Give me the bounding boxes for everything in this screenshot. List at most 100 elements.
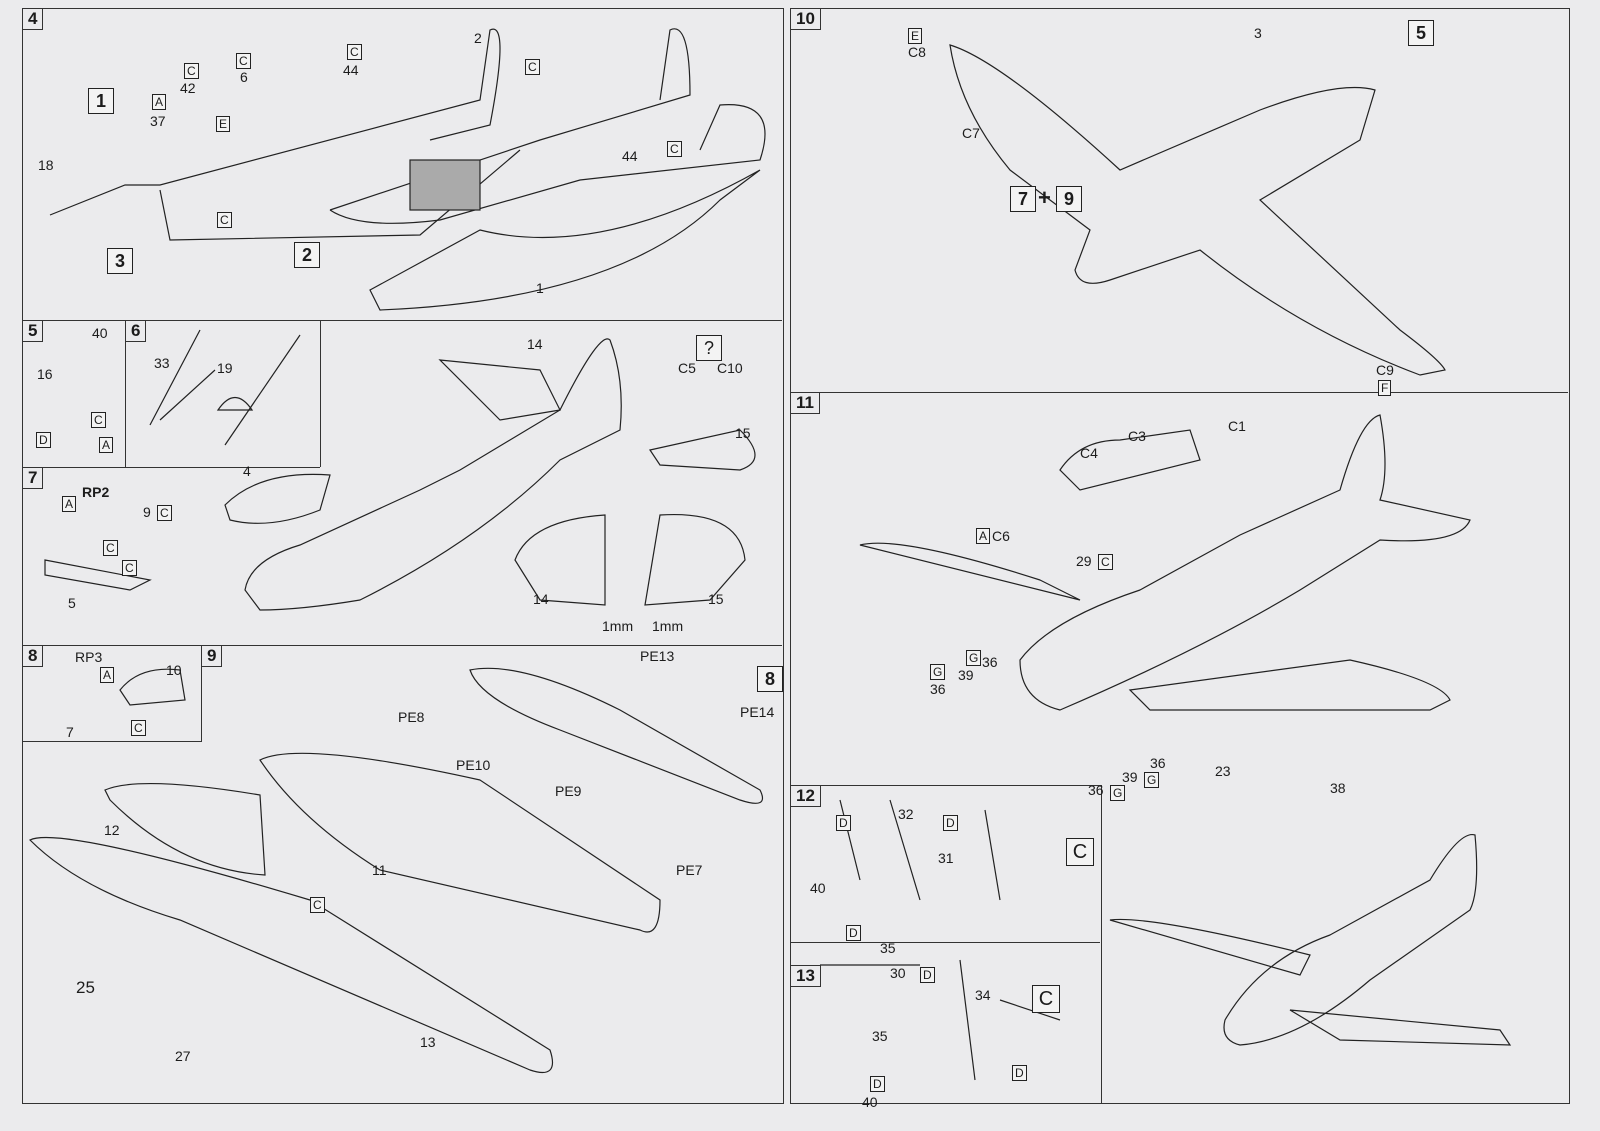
part-label: 33 — [154, 355, 170, 371]
part-label: 5 — [68, 595, 76, 611]
part-label: PE8 — [398, 709, 425, 725]
part-label: 39 — [1122, 769, 1138, 785]
sprue-box: C — [103, 540, 118, 556]
part-label: C8 — [908, 44, 926, 60]
step-number: 10 — [791, 9, 821, 30]
part-label: 6 — [240, 69, 248, 85]
part-label: PE10 — [456, 757, 491, 773]
step-number: 12 — [791, 786, 821, 807]
part-label: C1 — [1228, 418, 1246, 434]
part-label: 2 — [474, 30, 482, 46]
part-label: 35 — [880, 940, 896, 956]
right-page-frame — [790, 8, 1570, 1104]
reference-step-box: 8 — [757, 666, 783, 692]
part-label: C3 — [1128, 428, 1146, 444]
sprue-box: D — [920, 967, 935, 983]
spinner — [216, 396, 254, 411]
sprue-box: D — [943, 815, 958, 831]
part-label: 35 — [872, 1028, 888, 1044]
part-label: 44 — [622, 148, 638, 164]
part-label: C6 — [992, 528, 1010, 544]
part-label: 30 — [890, 965, 906, 981]
part-label: 36 — [982, 654, 998, 670]
part-label: RP2 — [82, 484, 110, 500]
sprue-box: C — [667, 141, 682, 157]
step-number: 9 — [201, 646, 223, 667]
step-number: 11 — [791, 393, 820, 414]
elevator-right — [644, 513, 746, 606]
wing-part-11 — [259, 752, 661, 933]
part-label: 37 — [150, 113, 166, 129]
part-label: 39 — [958, 667, 974, 683]
part-label: 36 — [1150, 755, 1166, 771]
fuselage-assembled — [244, 338, 622, 611]
part-label: 19 — [217, 360, 233, 376]
step12-13-frame — [790, 785, 1102, 1104]
engine-cowling — [224, 473, 331, 524]
sprue-box: A — [152, 94, 167, 110]
part-label: 12 — [104, 822, 120, 838]
aircraft-top-view — [949, 44, 1446, 376]
cockpit-tub — [409, 159, 481, 211]
sprue-box: C — [347, 44, 362, 60]
part-label: C5 — [678, 360, 696, 376]
part-label: 7 — [66, 724, 74, 740]
sprue-box: C — [236, 53, 251, 69]
canopy-parts — [1059, 429, 1201, 491]
part-label: 34 — [975, 987, 991, 1003]
sprue-box: C — [310, 897, 325, 913]
sprue-box: A — [976, 528, 991, 544]
sprue-box: E — [908, 28, 923, 44]
sprue-box: C — [1098, 554, 1113, 570]
sprue-box: C — [217, 212, 232, 228]
part-label: 11 — [372, 862, 387, 878]
sprue-box: C — [122, 560, 137, 576]
part-label: PE7 — [676, 862, 703, 878]
part-label: C4 — [1080, 445, 1098, 461]
part-label: 1 — [536, 280, 544, 296]
part-label: 36 — [1088, 782, 1104, 798]
part-label: 40 — [92, 325, 108, 341]
part-label: 29 — [1076, 553, 1092, 569]
step-number: 7 — [23, 468, 44, 489]
part-label: C7 — [962, 125, 980, 141]
divider — [790, 392, 1568, 393]
dimension-label: 1mm — [652, 618, 684, 634]
sprue-box: A — [99, 437, 114, 453]
plus-sign: + — [1038, 185, 1051, 210]
sub-step-box: 9 — [1056, 186, 1082, 212]
divider — [125, 320, 126, 467]
part-label: 36 — [930, 681, 946, 697]
part-label: 31 — [938, 850, 954, 866]
sub-step-box: 7 — [1010, 186, 1036, 212]
landing-gear-step12 — [839, 799, 1001, 901]
unknown-step-box: ? — [696, 335, 722, 361]
step8-frame — [22, 645, 202, 742]
step-number: 8 — [23, 646, 44, 667]
wing-part-13 — [28, 836, 554, 1074]
dimension-label: 1mm — [602, 618, 634, 634]
wing-part-12 — [104, 783, 266, 876]
tailplane-right — [649, 429, 756, 471]
part-label: RP3 — [75, 649, 103, 665]
sprue-box: C — [184, 63, 199, 79]
sprue-box: A — [100, 667, 115, 683]
part-label: 38 — [1330, 780, 1346, 796]
part-label: 32 — [898, 806, 914, 822]
sprue-box: C — [525, 59, 540, 75]
part-label: 15 — [708, 591, 724, 607]
part-label: 3 — [1254, 25, 1262, 41]
part-label: 25 — [76, 978, 95, 997]
part-label: PE9 — [555, 783, 582, 799]
part-label: C10 — [717, 360, 743, 376]
part-label: PE13 — [640, 648, 675, 664]
sprue-c-box: C — [1032, 985, 1060, 1013]
sprue-box: G — [930, 664, 946, 680]
left-page-frame — [22, 8, 784, 1104]
sub-step-box: 5 — [1408, 20, 1434, 46]
landing-gear-step13 — [820, 959, 1061, 1081]
sprue-box: F — [1378, 380, 1392, 396]
part-label: 13 — [420, 1034, 436, 1050]
propeller-right — [224, 334, 301, 446]
sprue-box: D — [870, 1076, 885, 1092]
